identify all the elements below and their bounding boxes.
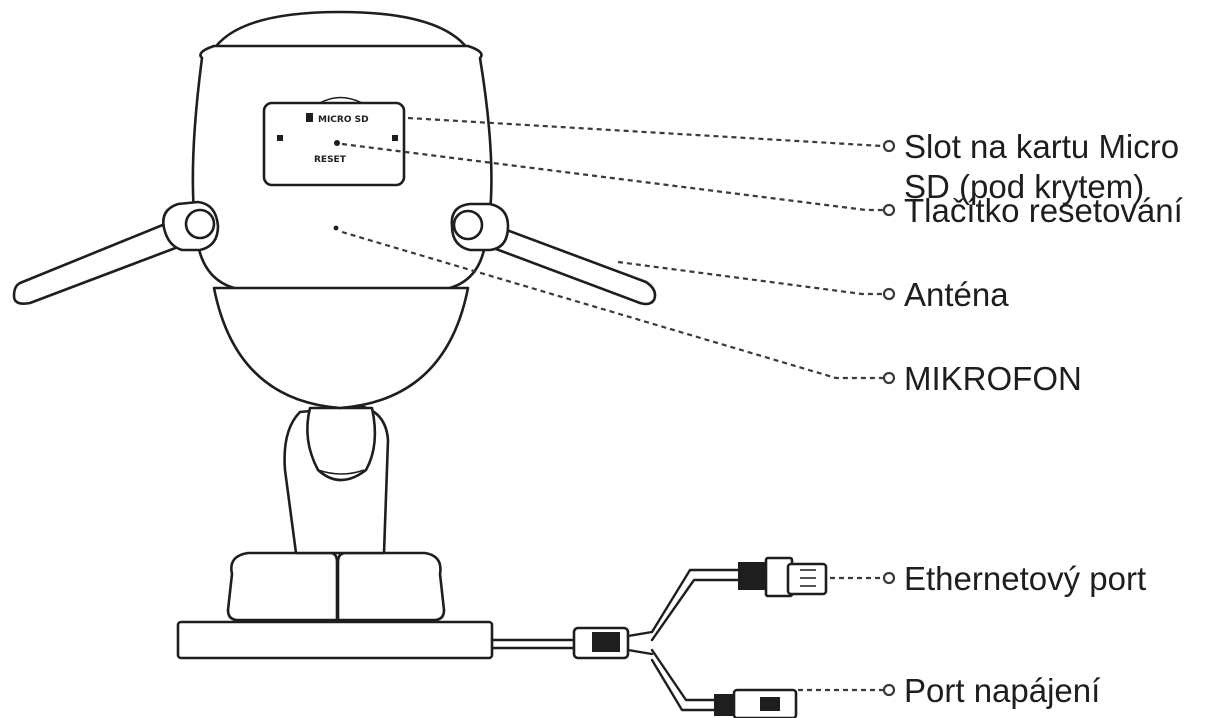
cable-junction [572, 626, 654, 660]
antenna-left [12, 200, 220, 305]
antenna-right [450, 202, 657, 306]
leader-ethernet-dot [882, 571, 896, 585]
mount-joint [306, 406, 377, 482]
leader-sd-slot-dot [882, 139, 896, 153]
leader-antenna [617, 260, 884, 296]
callout-labels: Slot na kartu Micro SD (pod krytem) Tlač… [904, 128, 1183, 709]
label-sd-slot-line1: Slot na kartu Micro [904, 128, 1179, 165]
camera-lower-bowl [212, 286, 470, 410]
ethernet-cable-branch [650, 556, 828, 642]
label-reset-button: Tlačítko resetování [904, 192, 1183, 229]
label-power-port: Port napájení [904, 672, 1100, 709]
leader-power-dot [882, 683, 896, 697]
leader-microphone [341, 230, 884, 380]
mount-nut-right [336, 551, 446, 622]
camera-top-cap [210, 10, 472, 54]
leader-lines [341, 116, 896, 697]
leader-microphone-dot [882, 371, 896, 385]
leader-antenna-dot [882, 287, 896, 301]
leader-sd-slot [407, 116, 883, 148]
sd-slot-marking: MICRO SD [318, 115, 369, 125]
reset-marking: RESET [314, 155, 347, 165]
label-microphone: MIKROFON [904, 360, 1082, 397]
label-ethernet-port: Ethernetový port [904, 560, 1146, 597]
power-cable-branch [650, 648, 798, 718]
camera-illustration: MICRO SD RESET [12, 10, 828, 718]
label-antenna: Anténa [904, 276, 1009, 313]
microphone-hole [333, 225, 339, 231]
mount-nut-left [226, 551, 339, 622]
sd-reset-panel [262, 101, 406, 187]
label-sd-slot-line2: SD (pod krytem) [904, 168, 1144, 205]
mount-base-plate [176, 620, 494, 660]
leader-reset-dot [882, 203, 896, 217]
leader-reset [341, 142, 884, 212]
